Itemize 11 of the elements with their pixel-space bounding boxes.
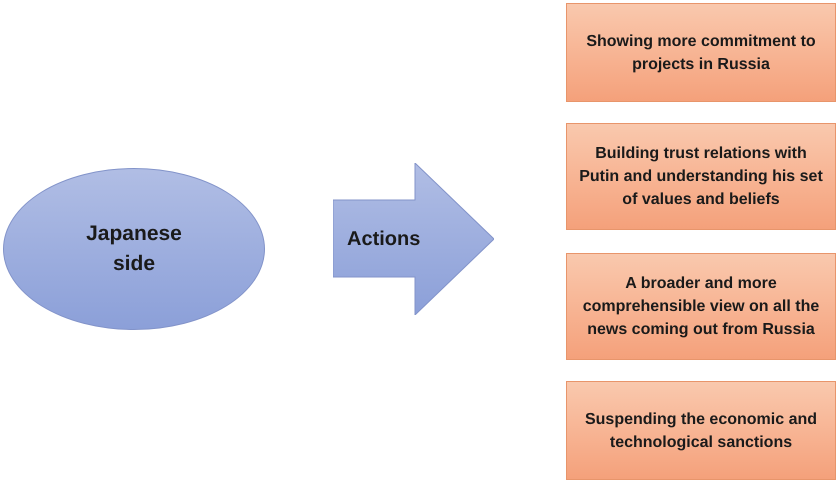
node-text: Suspending the economic and technological sanctions: [584, 410, 818, 452]
node-text: Japanese side: [85, 221, 183, 277]
action-box: [566, 253, 836, 360]
node-text: Actions: [347, 227, 422, 252]
node-text: Building trust relations with Putin and understanding his set of values and beliefs: [579, 144, 823, 210]
action-box: [566, 3, 836, 102]
action-box: [566, 381, 836, 480]
block-arrow: [333, 163, 494, 315]
action-box: [566, 123, 836, 230]
node-text: Showing more commitment to projects in Russia: [585, 32, 817, 74]
node-text: A broader and more comprehensible view on all the news coming out from Russia: [582, 274, 820, 340]
